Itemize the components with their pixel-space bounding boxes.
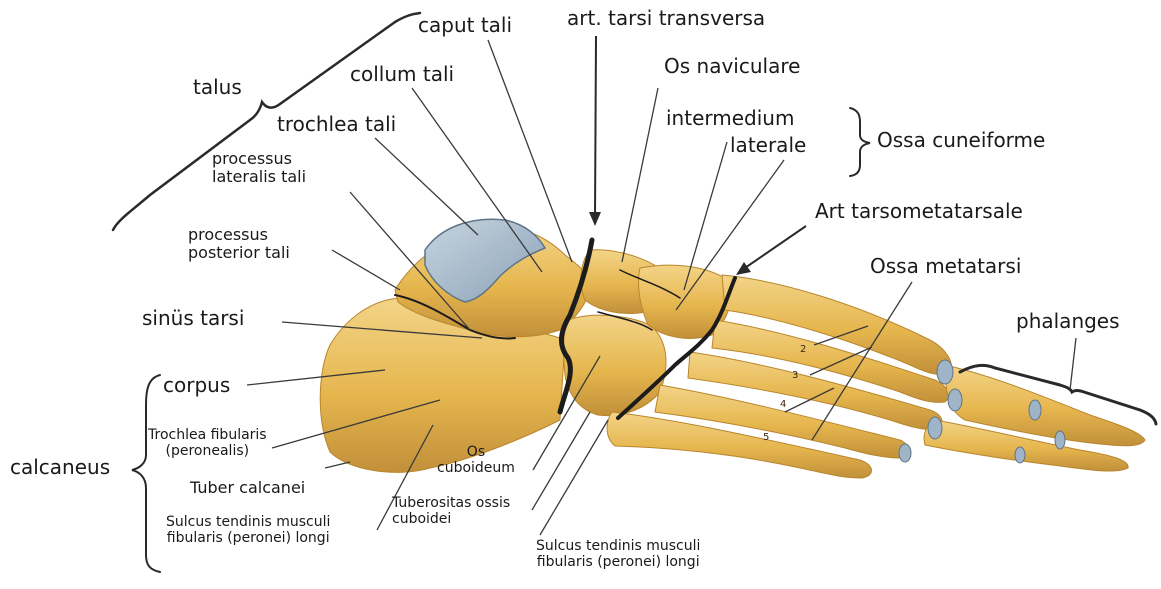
label-phalanges: phalanges	[1016, 310, 1120, 333]
label-sinus-tarsi: sinüs tarsi	[142, 307, 244, 330]
label-processus-posterior-tali: processus posterior tali	[188, 226, 290, 263]
label-ossa-cuneiforme: Ossa cuneiforme	[877, 129, 1045, 152]
label-tuber-calcanei: Tuber calcanei	[190, 479, 305, 497]
label-intermedium: intermedium	[666, 107, 794, 130]
metatarsal-number-5: 5	[763, 432, 769, 443]
label-tuberositas-ossis-cuboidei: Tuberositas ossis cuboidei	[392, 495, 510, 527]
label-art-tarsi-transversa: art. tarsi transversa	[567, 7, 765, 30]
leader-sulcus-right	[540, 420, 608, 535]
leader-trochlea-tali	[375, 138, 478, 235]
label-art-tarsometatarsale: Art tarsometatarsale	[815, 200, 1023, 223]
leader-processus-posterior	[332, 250, 400, 290]
label-sulcus-tendinis-right: Sulcus tendinis musculi fibularis (peron…	[536, 538, 700, 570]
leader-phalanges	[1070, 338, 1076, 390]
label-collum-tali: collum tali	[350, 63, 454, 86]
label-processus-lateralis-tali: processus lateralis tali	[212, 150, 306, 187]
calcaneus-bracket	[132, 375, 160, 572]
mtp-joint-2	[948, 389, 962, 411]
label-os-naviculare: Os naviculare	[664, 55, 800, 78]
label-laterale: laterale	[730, 134, 806, 157]
arrow-art-tarsi-shaft	[595, 36, 596, 218]
ip-joint-3	[1015, 447, 1025, 463]
label-trochlea-fibularis: Trochlea fibularis (peronealis)	[148, 427, 267, 459]
metatarsal-number-2: 2	[800, 344, 806, 355]
leader-os-naviculare	[622, 88, 658, 262]
arrow-tarsometatarsale-shaft	[742, 226, 806, 270]
label-ossa-metatarsi: Ossa metatarsi	[870, 255, 1021, 278]
cuneiform-bracket	[850, 108, 870, 176]
arrow-tarsometatarsale-head	[736, 262, 751, 275]
label-os-cuboideum: Os cuboideum	[437, 444, 515, 476]
label-corpus: corpus	[163, 374, 230, 397]
label-trochlea-tali: trochlea tali	[277, 113, 396, 136]
leader-tuber-calcanei	[325, 462, 350, 468]
label-talus: talus	[193, 76, 242, 99]
label-sulcus-tendinis-left: Sulcus tendinis musculi fibularis (peron…	[166, 514, 330, 546]
label-caput-tali: caput tali	[418, 14, 512, 37]
cuboid-bone	[563, 315, 666, 415]
mtp-joint-4	[899, 444, 911, 462]
metatarsal-number-3: 3	[792, 370, 798, 381]
ip-joint-1	[1029, 400, 1041, 420]
ip-joint-2	[1055, 431, 1065, 449]
mtp-joint-3	[928, 417, 942, 439]
leader-intermedium	[684, 142, 727, 290]
mtp-joint-1	[937, 360, 953, 384]
arrow-art-tarsi-head	[589, 212, 601, 226]
label-calcaneus: calcaneus	[10, 456, 110, 479]
metatarsal-number-4: 4	[780, 399, 786, 410]
